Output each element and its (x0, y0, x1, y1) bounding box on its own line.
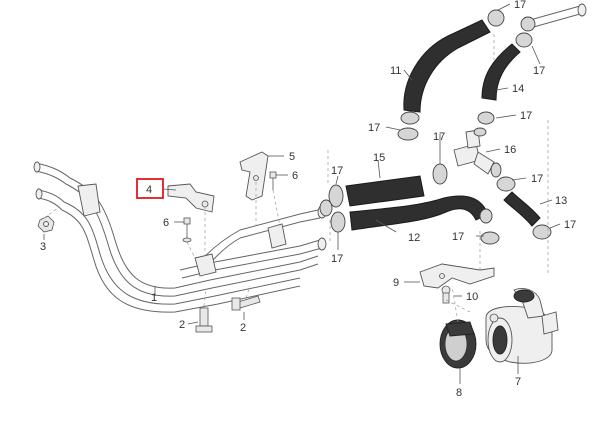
bracket-part-4 (167, 183, 215, 213)
bolt-part-2-lower (195, 307, 213, 333)
clamp-17-d (319, 199, 333, 217)
bolt-part-6-lower (182, 217, 192, 243)
pump-part-7 (485, 288, 559, 364)
leader-lines (43, 3, 561, 384)
callout-5: 5 (289, 151, 295, 163)
bolt-part-10 (441, 285, 451, 304)
callout-10: 10 (466, 291, 478, 303)
hose-part-13 (496, 176, 552, 240)
callout-11: 11 (390, 65, 401, 77)
callout-17-i: 17 (533, 65, 545, 77)
callout-2-lower: 2 (179, 319, 185, 331)
clamp-17-c (480, 231, 500, 245)
clamp-ring-part-8 (439, 319, 477, 369)
callout-2-mid: 2 (240, 322, 246, 334)
callout-17-h: 17 (564, 219, 576, 231)
bolt-part-2-mid (231, 295, 261, 311)
hose-part-15 (328, 163, 448, 208)
callout-9: 9 (393, 277, 399, 289)
hose-part-12 (330, 195, 493, 233)
callout-7: 7 (515, 376, 521, 388)
callout-17-a: 17 (368, 122, 380, 134)
tee-connector-part-16 (453, 127, 502, 178)
callout-16: 16 (504, 144, 516, 156)
bolt-part-6-upper (269, 171, 277, 190)
callout-17-d: 17 (331, 165, 343, 177)
callout-4: 4 (146, 184, 152, 196)
top-right-pipes (520, 3, 587, 32)
reference-lines (43, 34, 549, 323)
callout-17-j: 17 (514, 0, 526, 11)
clamp-17-a (397, 127, 419, 141)
callout-8: 8 (456, 387, 462, 399)
callout-15: 15 (373, 152, 385, 164)
callout-17-g: 17 (452, 231, 464, 243)
coolant-pipe-assembly (33, 161, 327, 313)
callout-6-upper: 6 (292, 170, 298, 182)
bracket-part-9 (419, 263, 495, 289)
callout-12: 12 (408, 232, 420, 244)
bracket-part-5 (239, 151, 269, 201)
callout-17-b: 17 (433, 131, 445, 143)
callout-3: 3 (40, 241, 46, 253)
callout-13: 13 (555, 195, 567, 207)
callout-17-f: 17 (531, 173, 543, 185)
callout-14: 14 (512, 83, 524, 95)
callout-6-lower: 6 (163, 217, 169, 229)
nut-part-3 (37, 215, 55, 233)
callout-17-c: 17 (520, 110, 532, 122)
hose-part-14 (481, 32, 533, 101)
callout-1: 1 (151, 292, 157, 304)
clamp-17-b (477, 111, 495, 125)
hose-part-11 (400, 9, 505, 125)
callout-17-e: 17 (331, 253, 343, 265)
callout-labels: 1 2 2 3 4 5 6 6 7 8 9 10 11 12 13 14 15 … (40, 0, 576, 399)
highlight-box (136, 178, 164, 199)
